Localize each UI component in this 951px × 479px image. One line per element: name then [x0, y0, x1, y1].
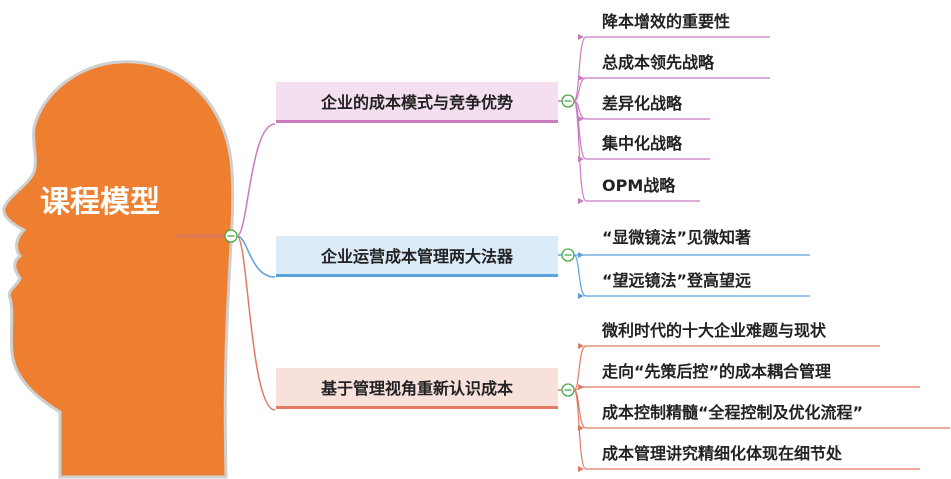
leaf-connector [573, 77, 587, 102]
head-silhouette [2, 60, 235, 479]
leaf-differentiation[interactable]: 差异化战略 [602, 94, 683, 113]
leaf-connector [573, 345, 587, 391]
leaf-arrow-icon [578, 34, 584, 40]
leaf-refinement[interactable]: 成本管理讲究精细化体现在细节处 [602, 444, 843, 463]
leaf-arrow-icon [578, 252, 584, 258]
leaf-whole-process-control[interactable]: 成本控制精髓“全程控制及优化流程” [602, 403, 864, 422]
leaf-ten-problems[interactable]: 微利时代的十大企业难题与现状 [602, 321, 827, 340]
leaf-opm-strategy[interactable]: OPM战略 [602, 176, 676, 195]
leaf-arrow-icon [578, 384, 584, 390]
leaf-strategy-before-control[interactable]: 走向“先策后控”的成本耦合管理 [602, 362, 832, 381]
leaf-arrow-icon [578, 466, 584, 472]
leaf-cost-leadership[interactable]: 总成本领先战略 [602, 53, 715, 72]
connector-branch-1 [236, 123, 276, 237]
leaf-microscope-method[interactable]: “显微镜法”见微知著 [602, 228, 752, 247]
leaf-connector [573, 100, 587, 160]
leaf-connector [573, 389, 587, 470]
branch-two-tools[interactable]: 企业运营成本管理两大法器 [276, 236, 558, 277]
branch-label: 企业运营成本管理两大法器 [320, 247, 513, 266]
leaf-telescope-method[interactable]: “望远镜法”登高望远 [602, 271, 752, 290]
leaf-connector [573, 254, 587, 297]
leaf-connector [573, 100, 587, 202]
connector-branch-2 [236, 235, 276, 278]
leaf-focus-strategy[interactable]: 集中化战略 [602, 134, 683, 153]
branch-label: 基于管理视角重新认识成本 [320, 379, 513, 398]
leaf-arrow-icon [578, 198, 584, 204]
connector-branch-3 [236, 235, 276, 411]
leaf-arrow-icon [578, 293, 584, 299]
branch-rethink-cost[interactable]: 基于管理视角重新认识成本 [276, 368, 558, 409]
branch-cost-model[interactable]: 企业的成本模式与竞争优势 [276, 82, 558, 123]
branch-label: 企业的成本模式与竞争优势 [320, 93, 513, 112]
central-title: 课程模型 [40, 185, 160, 220]
leaf-arrow-icon [578, 116, 584, 122]
leaf-arrow-icon [578, 343, 584, 349]
leaf-cost-reduction-importance[interactable]: 降本增效的重要性 [602, 12, 731, 31]
leaf-arrow-icon [578, 75, 584, 81]
leaf-connector [573, 36, 587, 102]
